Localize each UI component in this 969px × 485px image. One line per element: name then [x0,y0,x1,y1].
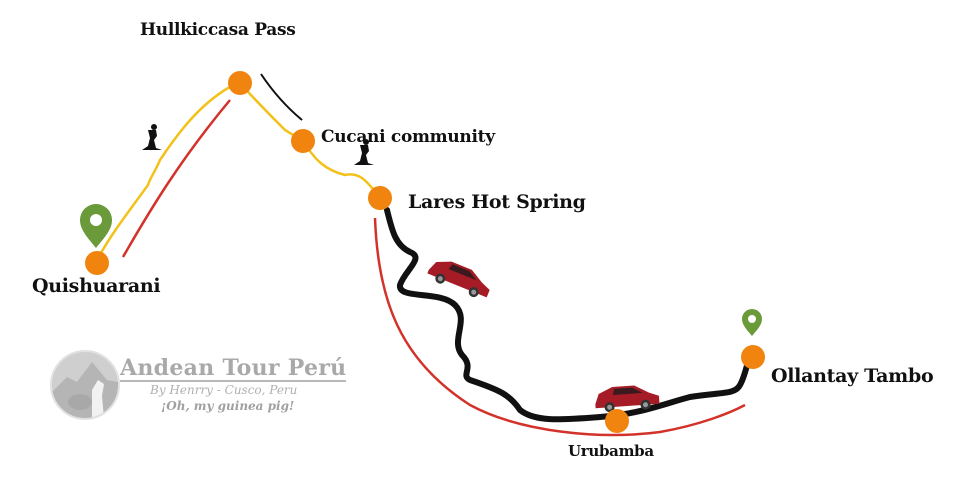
car-icon [595,385,660,413]
logo-emblem-icon [50,350,120,420]
trek-route-line [94,81,381,263]
descent-line [260,73,303,121]
stop-marker-lares [368,186,392,210]
map-pin-icon [742,309,762,336]
hiker-icon [142,124,162,150]
logo-title: Andean Tour Perú [120,355,347,382]
stop-label-cucani: Cucani community [321,127,495,147]
logo-tagline: ¡Oh, my guinea pig! [161,399,295,413]
stop-label-urubamba: Urubamba [568,442,654,460]
car-icon [427,261,490,298]
stop-marker-quishuarani [85,251,109,275]
stop-label-lares: Lares Hot Spring [408,191,586,213]
road-line [384,207,751,423]
map-pin-icon [80,204,112,248]
logo-subtitle: By Henrry - Cusco, Peru [150,383,298,397]
return-route-line-lower [373,217,746,437]
stop-label-ollantaytambo: Ollantay Tambo [771,365,934,387]
hiker-icon [354,139,374,165]
return-route-line-upper [121,99,231,258]
stop-marker-ollantaytambo [741,345,765,369]
stop-label-quishuarani: Quishuarani [32,275,161,297]
stop-label-hullkiccasa: Hullkiccasa Pass [140,20,296,40]
stop-marker-cucani [291,129,315,153]
stop-marker-urubamba [605,409,629,433]
brand-logo: Andean Tour Perú By Henrry - Cusco, Peru… [48,348,348,420]
stop-marker-hullkiccasa [228,71,252,95]
